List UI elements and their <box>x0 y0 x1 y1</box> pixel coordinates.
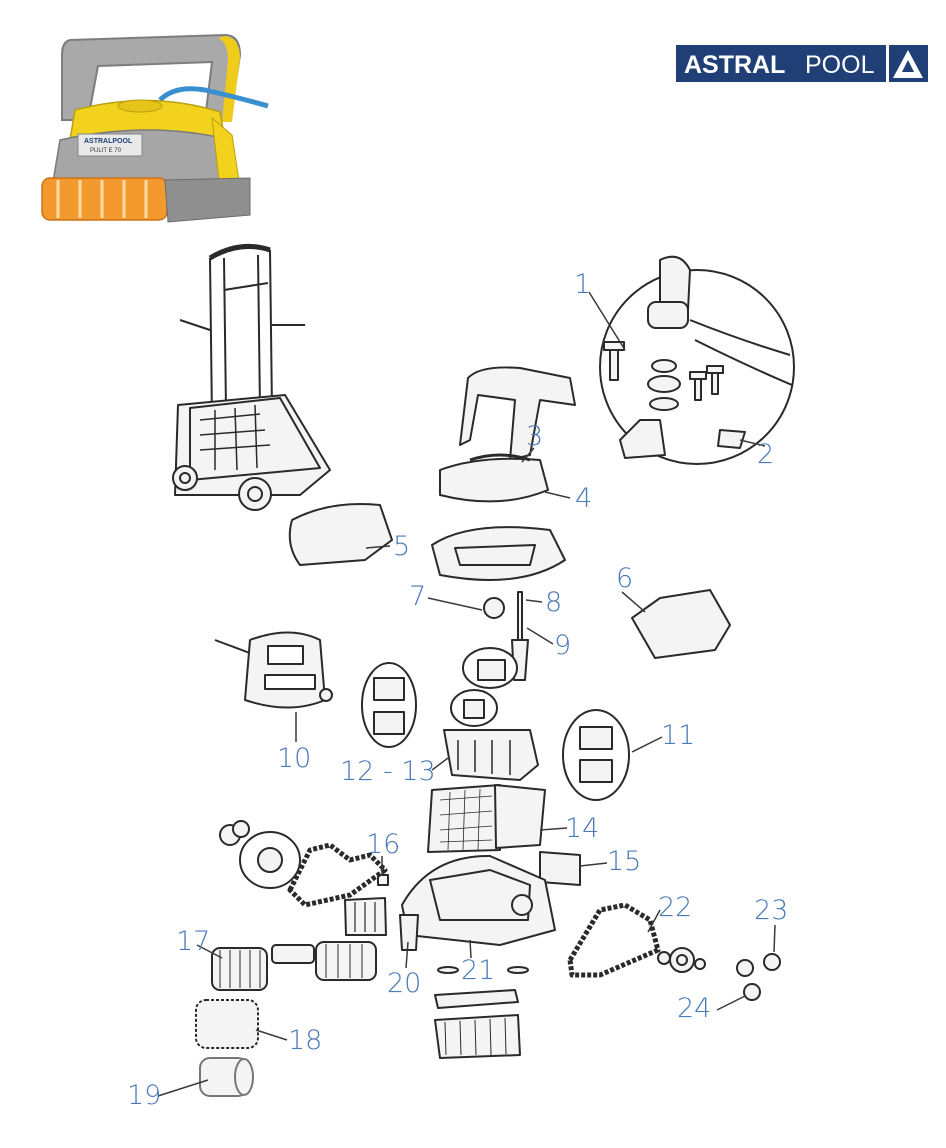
leader-lines <box>157 291 776 1097</box>
handle-fixing-zoom <box>599 255 795 465</box>
robot-handle <box>459 366 576 461</box>
chassis-washers <box>437 966 529 974</box>
callout-5: 5 <box>393 531 411 562</box>
logo-light-text: POOL <box>805 51 875 79</box>
side-cover-right <box>631 589 731 659</box>
trolley-cart <box>172 243 331 511</box>
callout-4: 4 <box>575 483 593 514</box>
callout-22: 22 <box>658 892 693 923</box>
callout-15: 15 <box>607 846 642 877</box>
power-supply <box>214 631 333 709</box>
right-pulleys <box>657 947 781 1001</box>
callout-20: 20 <box>387 968 422 999</box>
product-label-brand: ASTRALPOOL <box>84 138 133 145</box>
track-right <box>567 902 661 978</box>
left-pulley-zoom <box>219 820 301 889</box>
callout-17: 17 <box>176 926 211 957</box>
callout-14: 14 <box>565 813 600 844</box>
logo-triangle-icon <box>893 50 923 78</box>
bottom-brush-bar <box>434 989 521 1059</box>
top-cover <box>439 453 549 503</box>
filter-kit-right <box>562 709 630 801</box>
track-left <box>287 842 388 908</box>
motor-block <box>443 729 539 781</box>
callout-12-13: 12 - 13 <box>340 756 436 787</box>
callout-11: 11 <box>661 720 696 751</box>
callout-18: 18 <box>288 1025 323 1056</box>
callout-2: 2 <box>757 439 775 470</box>
callout-23: 23 <box>754 895 789 926</box>
clip-part <box>377 874 389 886</box>
callout-8: 8 <box>545 587 563 618</box>
callout-19: 19 <box>127 1080 162 1111</box>
inner-frame <box>431 526 566 581</box>
motor-cable-assembly <box>450 591 529 727</box>
foam-roller <box>199 1057 254 1097</box>
filter-kit-left <box>361 662 417 748</box>
filter-panels <box>427 784 546 853</box>
callout-7: 7 <box>409 581 427 612</box>
callout-21: 21 <box>461 955 496 986</box>
callout-9: 9 <box>554 630 572 661</box>
brush-roller <box>211 947 268 991</box>
side-cover-left <box>288 503 393 566</box>
astralpool-logo: ASTRAL POOL <box>676 45 928 82</box>
callout-10: 10 <box>277 743 312 774</box>
filter-holder <box>539 851 581 886</box>
logo-bold-text: ASTRAL <box>684 51 785 79</box>
product-photo: ASTRALPOOL PULIT E 70 <box>41 33 269 223</box>
brush-axle <box>271 941 377 981</box>
chassis <box>399 854 556 951</box>
foam-brush <box>195 999 259 1049</box>
product-label-model: PULIT E 70 <box>90 148 122 154</box>
callout-3: 3 <box>526 421 544 452</box>
callout-1: 1 <box>574 269 592 300</box>
callout-16: 16 <box>366 829 401 860</box>
vent-grille <box>344 897 387 936</box>
callout-6: 6 <box>616 563 634 594</box>
callout-24: 24 <box>677 993 712 1024</box>
